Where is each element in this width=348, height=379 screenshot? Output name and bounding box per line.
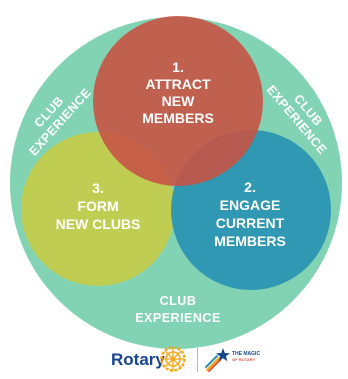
attract-members-circle bbox=[93, 16, 263, 186]
magic-line-1: THE MAGIC bbox=[232, 351, 261, 357]
rotary-wheel-icon bbox=[160, 346, 186, 372]
ring-label-bottom-line-1: CLUB bbox=[160, 294, 197, 308]
engage-line-1: ENGAGE bbox=[220, 197, 281, 213]
attract-line-3: MEMBERS bbox=[142, 110, 214, 126]
engage-line-3: MEMBERS bbox=[214, 233, 286, 249]
attract-line-2: NEW bbox=[162, 93, 195, 109]
engage-line-2: CURRENT bbox=[216, 215, 285, 231]
form-line-2: NEW CLUBS bbox=[56, 216, 141, 232]
form-number: 3. bbox=[92, 180, 104, 196]
footer-logos: Rotary THE MAGIC OF ROTARY bbox=[0, 342, 348, 379]
attract-line-1: ATTRACT bbox=[145, 76, 211, 92]
form-line-1: FORM bbox=[77, 198, 118, 214]
magic-of-rotary-logo-text: THE MAGIC OF ROTARY bbox=[232, 351, 260, 363]
attract-members-label: 1. ATTRACT NEW MEMBERS bbox=[142, 59, 214, 126]
logo-divider bbox=[197, 348, 198, 372]
magic-line-2: OF ROTARY bbox=[232, 357, 256, 362]
magic-star-icon bbox=[205, 348, 230, 372]
ring-label-bottom: CLUB EXPERIENCE bbox=[135, 294, 221, 325]
form-new-clubs-label: 3. FORM NEW CLUBS bbox=[56, 180, 141, 232]
attract-number: 1. bbox=[172, 59, 184, 75]
ring-label-bottom-line-2: EXPERIENCE bbox=[135, 311, 221, 325]
rotary-wordmark: Rotary bbox=[111, 350, 165, 369]
engage-members-label: 2. ENGAGE CURRENT MEMBERS bbox=[214, 179, 286, 249]
engage-number: 2. bbox=[244, 179, 256, 195]
